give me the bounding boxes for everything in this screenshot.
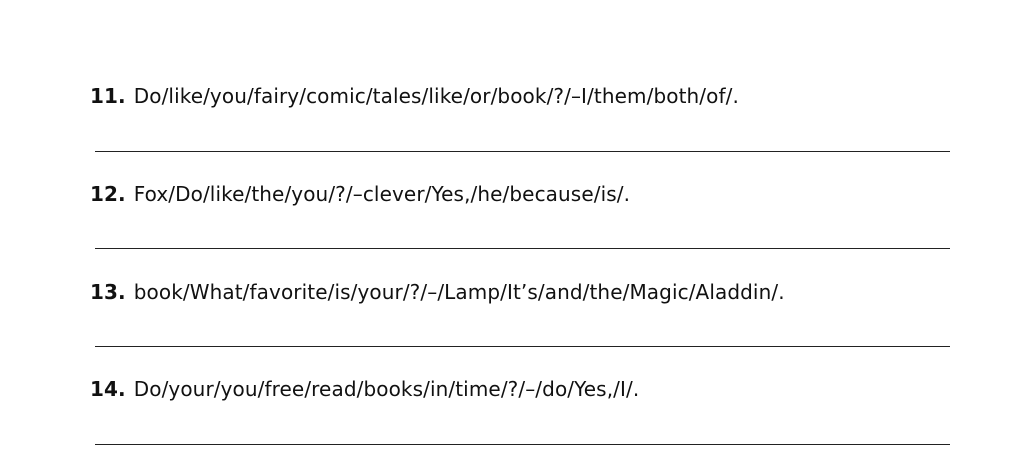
answer-line-13[interactable]	[95, 346, 950, 347]
question-number: 13.	[90, 280, 126, 304]
question-12: 12. Fox/Do/like/the/you/?/–clever/Yes,/he…	[90, 182, 630, 206]
question-number: 14.	[90, 377, 126, 401]
question-number: 11.	[90, 84, 126, 108]
answer-line-14[interactable]	[95, 444, 950, 445]
question-prompt: book/What/favorite/is/your/?/–/Lamp/It’s…	[133, 280, 785, 304]
question-13: 13. book/What/favorite/is/your/?/–/Lamp/I…	[90, 280, 785, 304]
question-prompt: Do/like/you/fairy/comic/tales/like/or/bo…	[133, 84, 739, 108]
question-prompt: Fox/Do/like/the/you/?/–clever/Yes,/he/be…	[133, 182, 631, 206]
question-14: 14. Do/your/you/free/read/books/in/time/?…	[90, 377, 639, 401]
question-11: 11. Do/like/you/fairy/comic/tales/like/or…	[90, 84, 739, 108]
question-prompt: Do/your/you/free/read/books/in/time/?/–/…	[133, 377, 640, 401]
answer-line-12[interactable]	[95, 248, 950, 249]
answer-line-11[interactable]	[95, 151, 950, 152]
question-number: 12.	[90, 182, 126, 206]
